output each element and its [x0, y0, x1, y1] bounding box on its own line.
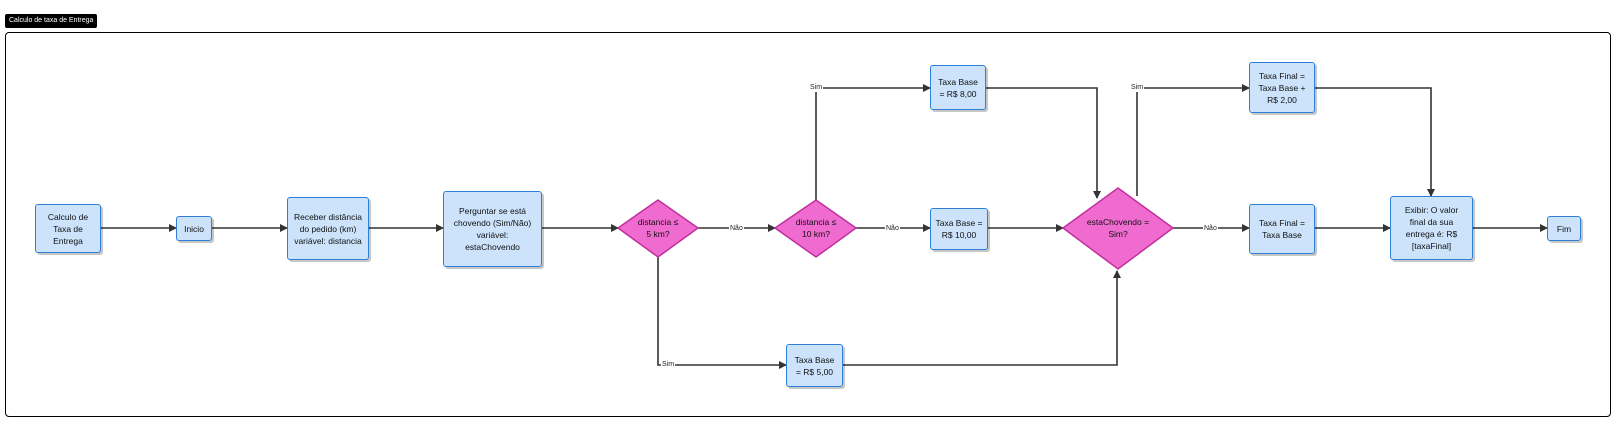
node-receber-distancia: Receber distância do pedido (km) variáve… [287, 197, 369, 260]
decision-d10 [773, 199, 858, 258]
edge-label-d10-nao: Não [885, 224, 900, 233]
node-taxa-base-10: Taxa Base = R$ 10,00 [930, 208, 988, 250]
edge-d10-base8 [815, 84, 931, 201]
edge-label-chuva-nao: Não [1203, 224, 1218, 233]
edge-label-d5-sim: Sim [661, 360, 676, 369]
edge-base5-chuva [843, 270, 1121, 366]
node-calculo-taxa: Calculo de Taxa de Entrega [35, 204, 101, 253]
node-inicio: Inicio [176, 216, 212, 241]
node-fim: Fim [1547, 216, 1581, 241]
edge-label-chuva-sim: Sim [1130, 83, 1145, 92]
diagram-title-tag: Calculo de taxa de Entrega [5, 14, 98, 28]
edge-base8-chuva [986, 87, 1101, 199]
edge-label-d10-sim: Sim [809, 83, 824, 92]
edge-final-sim-exibir [1315, 87, 1435, 197]
edge-label-d5-nao: Não [729, 224, 744, 233]
edge-d5-base5 [657, 257, 787, 369]
decision-d5 [616, 199, 700, 258]
node-taxa-base-5: Taxa Base = R$ 5,00 [786, 344, 843, 387]
node-taxa-final-base: Taxa Final = Taxa Base [1249, 204, 1315, 254]
decision-d10-label: distancia ≤ 10 km? [795, 217, 837, 239]
node-taxa-final-chuva: Taxa Final = Taxa Base + R$ 2,00 [1249, 62, 1315, 113]
node-exibir-valor: Exibir: O valor final da sua entrega é: … [1390, 196, 1473, 260]
node-perguntar-chuva: Perguntar se está chovendo (Sim/Não) var… [443, 191, 542, 267]
decision-chuva-label: estaChovendo = Sim? [1086, 217, 1150, 239]
decision-d5-label: distancia ≤ 5 km? [637, 217, 679, 239]
diagram-frame [5, 32, 1611, 417]
decision-chuva [1061, 187, 1175, 270]
edge-chuva-final-sim [1136, 84, 1250, 196]
node-taxa-base-8: Taxa Base = R$ 8,00 [930, 65, 986, 110]
